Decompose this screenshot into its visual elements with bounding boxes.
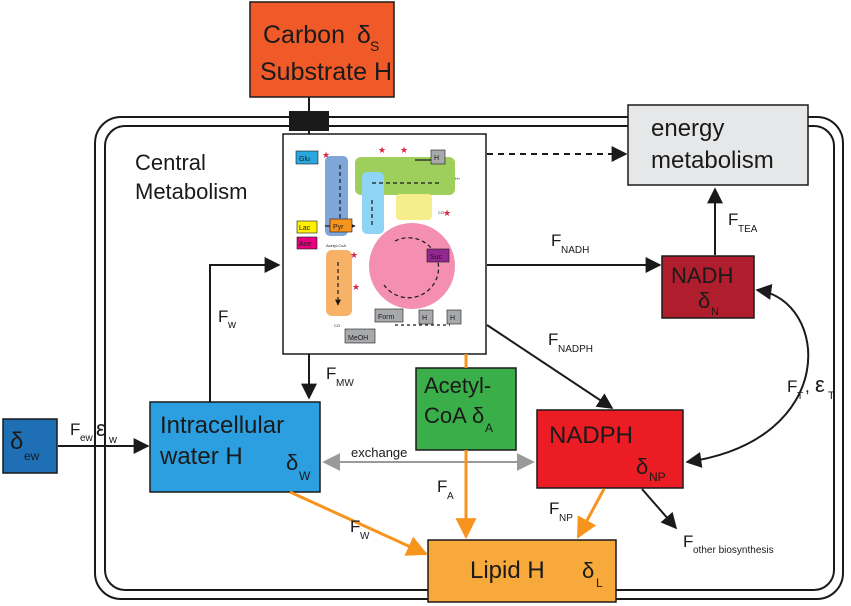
inset-suc: Suc bbox=[430, 254, 443, 261]
carbon-delta: δ bbox=[357, 21, 371, 49]
label-f-other: F bbox=[683, 532, 693, 551]
nadph-node: NADPH δ NP bbox=[536, 409, 684, 489]
label-f-nadh: F bbox=[551, 231, 561, 250]
inset-pyr: Pyr bbox=[333, 224, 344, 231]
inset-form: Form bbox=[378, 314, 395, 321]
nadph-delta-sub: NP bbox=[649, 470, 666, 484]
arrow-nadph-to-other bbox=[641, 488, 678, 530]
label-f-other-sub: other biosynthesis bbox=[693, 545, 774, 556]
star-marker: ★ bbox=[352, 282, 360, 292]
inset-co2-left: CO bbox=[334, 323, 340, 328]
label-f-nadph-sub: NADPH bbox=[558, 344, 593, 355]
central-metabolism-line2: Metabolism bbox=[135, 179, 247, 204]
nadh-label: NADH bbox=[671, 263, 733, 288]
label-f-np: F bbox=[549, 499, 559, 518]
water-delta: δ bbox=[286, 450, 298, 475]
label-f-tea-sub: TEA bbox=[738, 224, 758, 235]
label-f-t: F bbox=[787, 377, 797, 396]
star-marker: ★ bbox=[350, 250, 358, 260]
arrow-nadph-to-lipid bbox=[576, 488, 606, 539]
label-eps-w-sub: w bbox=[108, 434, 117, 446]
energy-metabolism-node: energy metabolism bbox=[627, 104, 809, 186]
nadh-delta-sub: N bbox=[711, 306, 719, 318]
label-f-a-sub: A bbox=[447, 491, 454, 502]
carbon-substrate-node: Carbon δ S Substrate H bbox=[249, 1, 395, 98]
label-f-nadh-sub: NADH bbox=[561, 245, 589, 256]
label-comma: , bbox=[805, 377, 810, 396]
inset-glu: Glu bbox=[299, 156, 310, 163]
label-f-t-sub: T bbox=[797, 391, 803, 402]
nadh-delta: δ bbox=[698, 288, 710, 313]
carbon-delta-sub: S bbox=[370, 38, 379, 54]
label-f-w-up-sub: w bbox=[227, 319, 236, 331]
inset-co2-right: CO bbox=[438, 210, 444, 215]
coa-label: CoA bbox=[424, 403, 467, 428]
inset-hplus: H+ bbox=[455, 176, 461, 181]
arrow-water-to-metabolism bbox=[209, 257, 281, 402]
water-h-label: water H bbox=[159, 443, 243, 470]
star-marker: ★ bbox=[443, 208, 451, 218]
nadph-delta: δ bbox=[636, 454, 648, 479]
lipid-delta: δ bbox=[582, 558, 594, 583]
label-eps-t: ε bbox=[815, 372, 825, 397]
label-f-w-lipid-sub: W bbox=[360, 531, 370, 542]
inset-h2-top: H bbox=[434, 155, 439, 162]
lipid-node: Lipid H δ L bbox=[427, 539, 617, 603]
inset-h2-right: H bbox=[450, 315, 455, 322]
inset-acetyl-coa: Acetyl-CoA bbox=[326, 243, 346, 248]
star-marker: ★ bbox=[400, 145, 408, 155]
nadh-node: NADH δ N bbox=[661, 255, 755, 319]
carbon-label: Carbon bbox=[263, 21, 345, 49]
label-f-mw-sub: MW bbox=[336, 378, 354, 389]
star-marker: ★ bbox=[378, 145, 386, 155]
intracellular-label: Intracellular bbox=[160, 412, 284, 439]
label-f-tea: F bbox=[728, 210, 738, 229]
star-marker: ★ bbox=[322, 150, 330, 160]
water-delta-sub: W bbox=[299, 469, 311, 483]
extracellular-water-node: δ ew bbox=[2, 418, 58, 474]
label-f-ew-sub: ew bbox=[80, 433, 94, 444]
acetyl-delta: δ bbox=[472, 403, 484, 428]
metabolism-label: metabolism bbox=[651, 147, 774, 174]
inset-meoh: MeOH bbox=[348, 335, 368, 342]
inset-ace: Ace bbox=[299, 241, 311, 248]
nadph-label: NADPH bbox=[549, 422, 633, 449]
label-f-mw: F bbox=[326, 364, 336, 383]
label-eps-w: ε bbox=[96, 416, 106, 441]
acetyl-delta-sub: A bbox=[485, 421, 493, 435]
label-f-w-up: F bbox=[218, 307, 228, 326]
label-f-ew: F bbox=[70, 420, 80, 439]
intracellular-water-node: Intracellular water H δ W bbox=[149, 401, 321, 493]
acetyl-label: Acetyl- bbox=[424, 373, 491, 398]
exchange-label: exchange bbox=[351, 445, 407, 460]
inset-h2-left: H bbox=[422, 315, 427, 322]
label-f-np-sub: NP bbox=[559, 513, 573, 524]
energy-label: energy bbox=[651, 115, 724, 142]
label-eps-t-sub: T bbox=[828, 390, 835, 402]
lipid-delta-sub: L bbox=[596, 576, 603, 590]
arrow-metabolism-to-nadph bbox=[486, 324, 614, 409]
substrate-h-label: Substrate H bbox=[260, 58, 392, 86]
acetyl-coa-node: Acetyl- CoA δ A bbox=[415, 367, 517, 451]
flux-labels: F ew ε w F w F MW F NADH F NADPH F TEA F… bbox=[70, 210, 835, 556]
metabolic-network-inset: Glu Lac Pyr Ace Acetyl-CoA Suc H H+ Form… bbox=[282, 133, 487, 355]
label-f-a: F bbox=[437, 477, 447, 496]
inset-lac: Lac bbox=[299, 225, 311, 232]
ew-delta: δ bbox=[10, 428, 23, 455]
central-metabolism-line1: Central bbox=[135, 150, 206, 175]
arrow-water-to-lipid bbox=[289, 490, 428, 556]
ew-delta-sub: ew bbox=[24, 449, 40, 463]
label-f-w-lipid: F bbox=[350, 517, 360, 536]
lipid-label: Lipid H bbox=[470, 557, 545, 584]
arrow-transhydrogenase bbox=[685, 284, 810, 468]
label-f-nadph: F bbox=[548, 330, 558, 349]
